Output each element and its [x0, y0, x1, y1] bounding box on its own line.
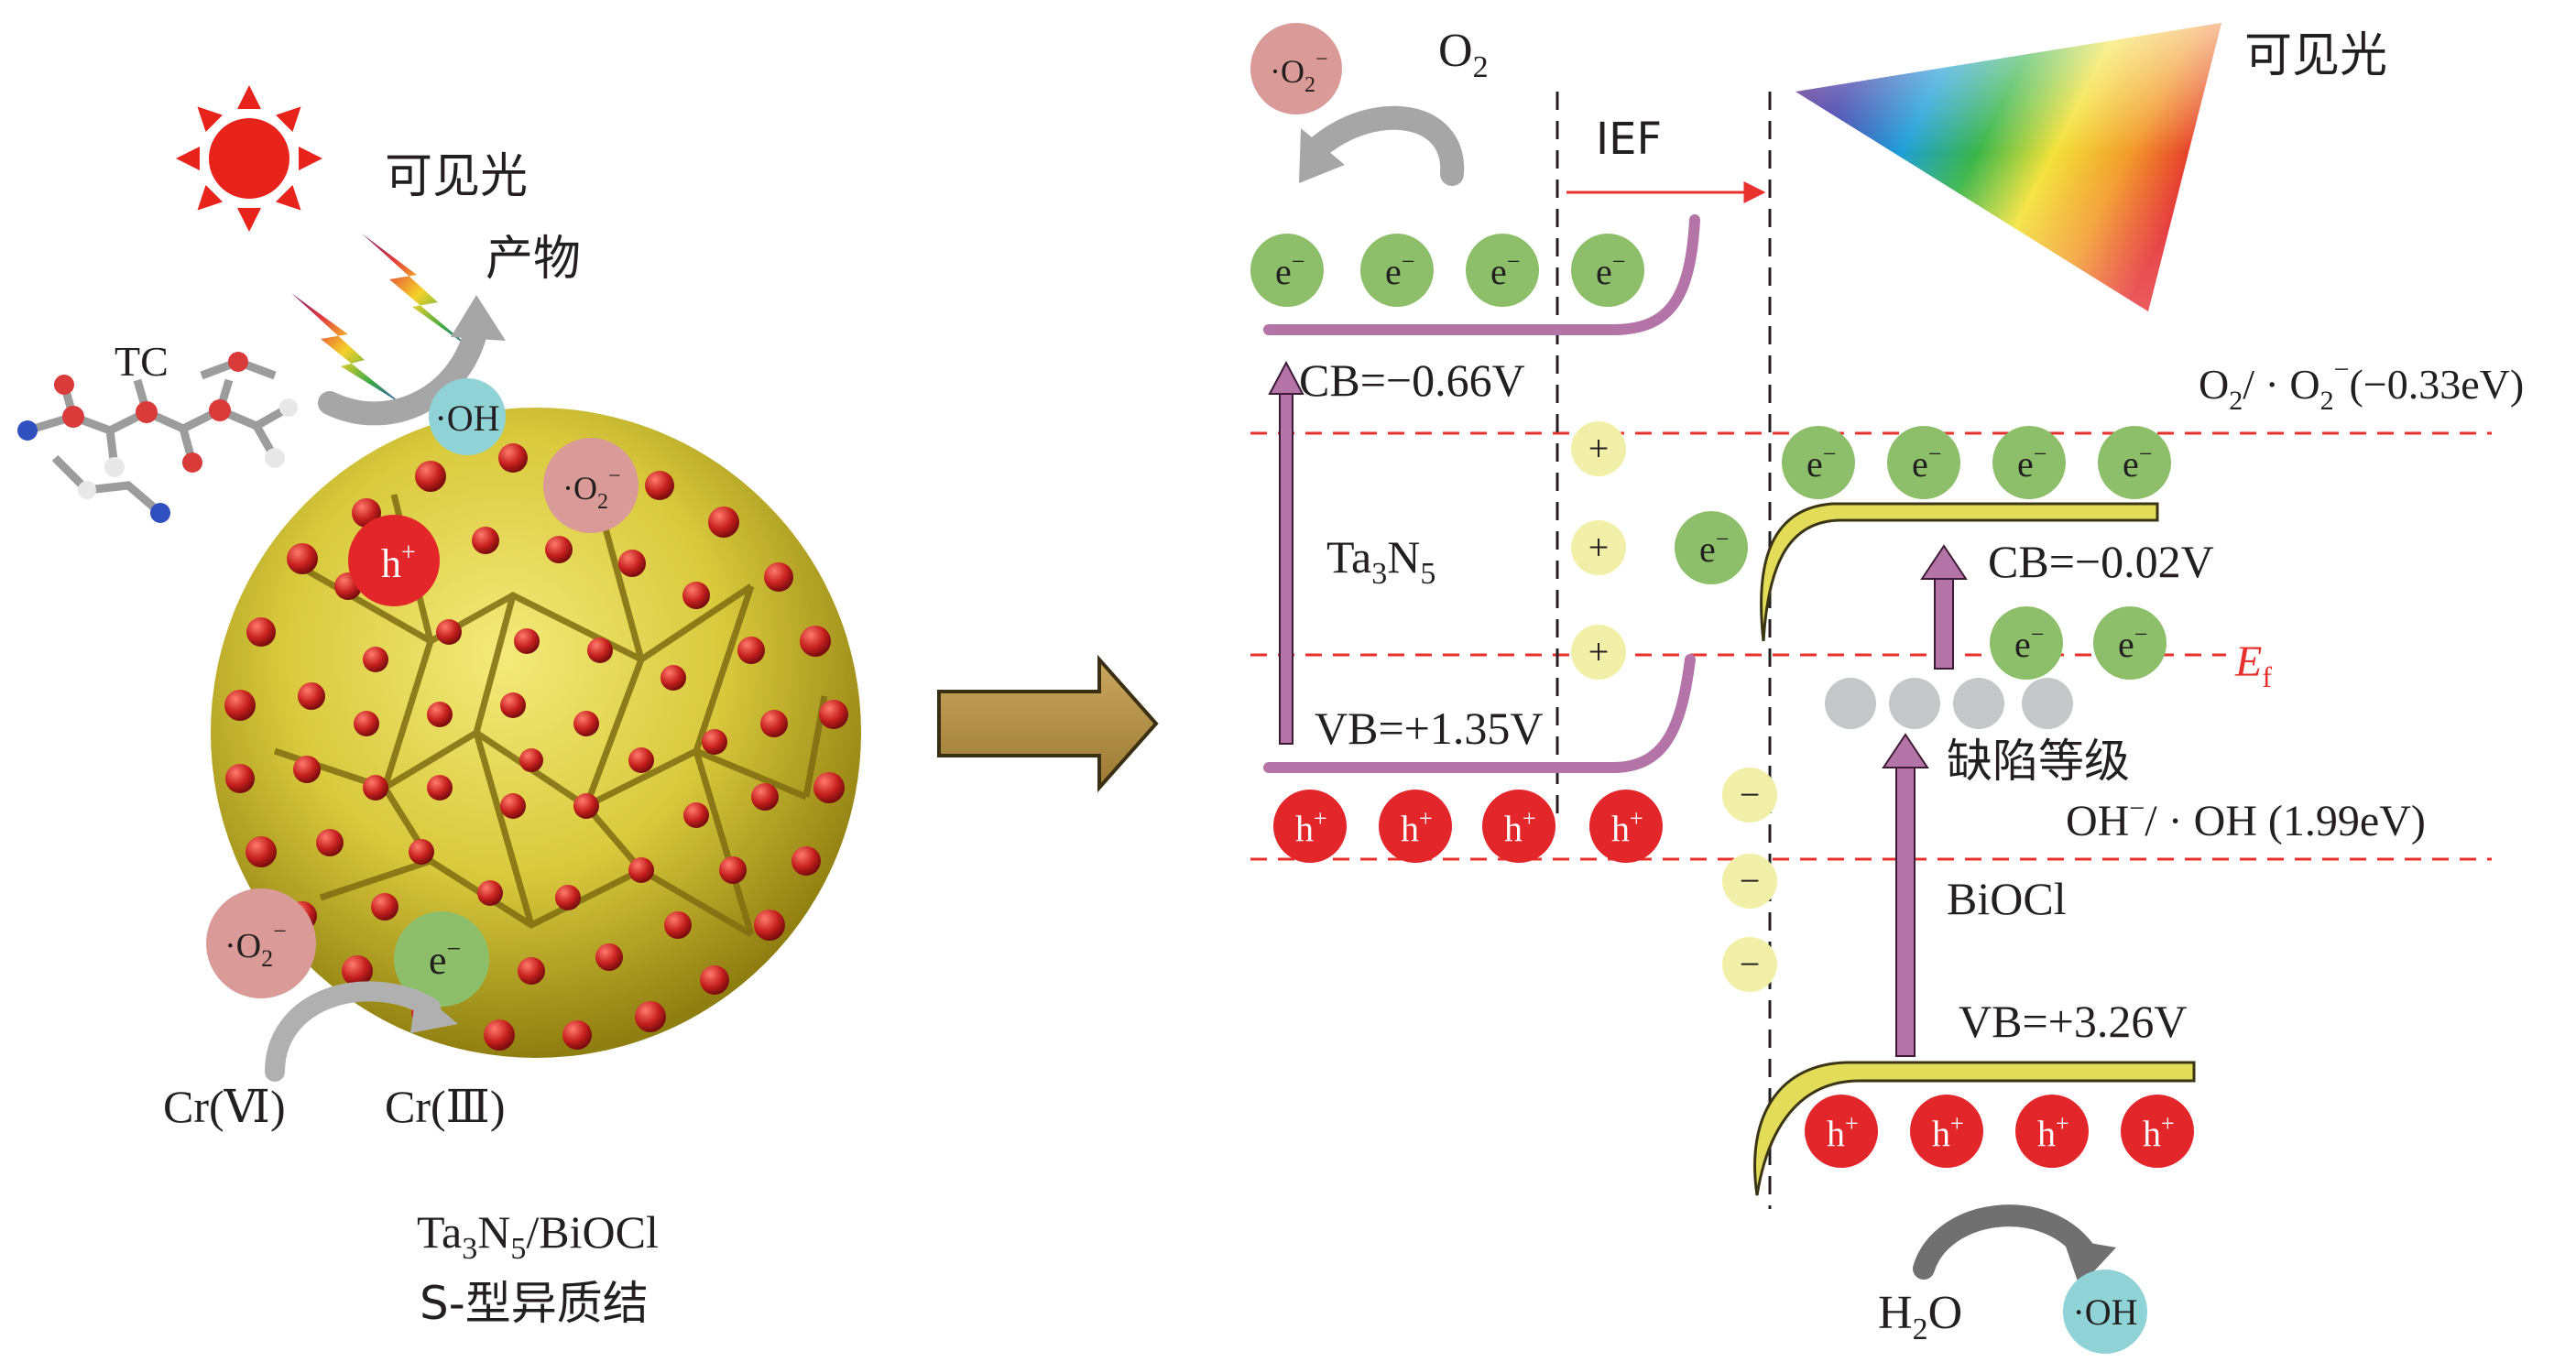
svg-text:−: −: [1740, 774, 1761, 815]
particle-dots: [224, 443, 848, 1051]
svg-text:e−: e−: [2118, 621, 2147, 665]
svg-text:+: +: [1588, 631, 1610, 672]
svg-text:h+: h+: [2037, 1110, 2069, 1154]
svg-text:+: +: [1588, 428, 1610, 469]
svg-text:+: +: [1588, 527, 1610, 568]
ta3n5-label: Ta3N5: [1326, 531, 1435, 591]
spectrum-fan-icon: [1796, 23, 2221, 311]
right-superoxide-badge: ·O2−: [1250, 23, 1342, 114]
positive-charge-labels: + + +: [1588, 428, 1610, 672]
left-superoxide-badge: ·O2−: [543, 438, 639, 533]
biocl-label: BiOCl: [1947, 873, 2067, 924]
biocl-holes: [1805, 1095, 2194, 1168]
water-oxidation-arrow: [1913, 1204, 2116, 1287]
o2-label: O2: [1438, 25, 1489, 84]
svg-text:e−: e−: [1490, 248, 1520, 292]
left-hole-badge: h+: [348, 515, 440, 606]
biocl-cb-electrons: [1782, 426, 2171, 499]
composite-label: Ta3N5/BiOCl: [417, 1206, 659, 1266]
ta3n5-electron-labels: e− e− e− e−: [1275, 248, 1625, 292]
svg-text:−: −: [1740, 860, 1761, 901]
svg-text:e−: e−: [1596, 248, 1625, 292]
defect-to-cb-arrow: [1920, 544, 1968, 670]
hydroxyl-reference-label: OH−/ · OH (1.99eV): [2066, 793, 2426, 845]
biocl-cb-electron-labels: e− e− e− e−: [1806, 441, 2152, 485]
interface-electron: e−: [1675, 511, 1748, 584]
svg-text:h+: h+: [1611, 805, 1643, 849]
right-oh-badge: ·OH: [2063, 1269, 2147, 1354]
o2-reduction-arrow: [1299, 105, 1465, 186]
biocl-cb-label: CB=−0.02V: [1988, 536, 2214, 587]
left-oh-text: ·OH: [434, 398, 499, 439]
svg-text:e−: e−: [1806, 441, 1836, 485]
negative-space-charge: [1722, 768, 1777, 992]
svg-text:h+: h+: [1827, 1110, 1859, 1154]
right-superoxide-text: ·O2−: [1270, 48, 1328, 97]
svg-text:e−: e−: [1385, 248, 1414, 292]
tc-molecule-icon: [26, 357, 291, 517]
tc-label: TC: [115, 338, 169, 385]
svg-text:e−: e−: [2123, 441, 2152, 485]
svg-text:h+: h+: [1932, 1110, 1964, 1154]
svg-text:e−: e−: [2014, 621, 2044, 665]
ta3n5-conduction-band: [1263, 214, 1700, 335]
defect-electron-labels: e− e−: [2014, 621, 2147, 665]
process-arrow-icon: [937, 654, 1159, 793]
tc-atoms: [17, 352, 298, 523]
lightning-bolt-icon: [291, 234, 476, 405]
superoxide-reference-label: O2/ · O2−(−0.33eV): [2199, 354, 2524, 416]
left-superoxide-badge-lower: ·O2−: [206, 888, 316, 998]
interface-electron-text: e−: [1699, 526, 1729, 570]
defect-level-electrons: [1990, 606, 2167, 680]
defect-level-label: 缺陷等级: [1947, 735, 2130, 788]
junction-label: S-型异质结: [420, 1277, 649, 1330]
right-oh-text: ·OH: [2072, 1291, 2137, 1333]
sun-icon: [176, 85, 322, 232]
cr3-label: Cr(Ⅲ): [385, 1081, 506, 1132]
negative-charge-labels: − − −: [1740, 774, 1761, 985]
product-release-arrow: [318, 295, 506, 426]
svg-text:−: −: [1740, 943, 1761, 985]
ta3n5-holes: [1273, 790, 1663, 863]
biocl-conduction-band: [1760, 502, 2159, 642]
cr6-label: Cr(Ⅵ): [163, 1081, 286, 1132]
svg-text:h+: h+: [1504, 805, 1536, 849]
svg-text:h+: h+: [2143, 1110, 2175, 1154]
ief-label: IEF: [1596, 114, 1662, 165]
svg-text:e−: e−: [1912, 441, 1941, 485]
product-label: 产物: [486, 232, 581, 287]
ta3n5-valence-band: [1263, 654, 1696, 773]
left-oh-badge: ·OH: [429, 378, 506, 455]
ta3n5-electrons: [1250, 234, 1644, 307]
left-superoxide-text: ·O2−: [562, 464, 621, 514]
vb-to-defect-arrow: [1882, 733, 1929, 1057]
ta3n5-cb-label: CB=−0.66V: [1299, 354, 1525, 406]
right-light-label: 可见光: [2244, 28, 2387, 83]
biocl-valence-band: [1753, 1061, 2196, 1196]
cr-reduction-arrow: [265, 981, 458, 1082]
left-electron-text: e−: [429, 935, 461, 983]
left-hole-text: h+: [381, 539, 416, 586]
svg-text:h+: h+: [1295, 805, 1327, 849]
svg-text:e−: e−: [2017, 441, 2047, 485]
biocl-hole-labels: h+ h+ h+ h+: [1827, 1110, 2175, 1154]
fermi-level-label: Ef: [2234, 637, 2272, 693]
left-electron-badge: e−: [394, 911, 489, 1007]
water-label: H2O: [1878, 1287, 1962, 1346]
svg-text:e−: e−: [1275, 248, 1304, 292]
defect-states: [1825, 678, 2073, 729]
ta3n5-hole-labels: h+ h+ h+ h+: [1295, 805, 1643, 849]
ta3n5-vb-label: VB=+1.35V: [1315, 703, 1543, 754]
ta3n5-excitation-arrow: [1268, 360, 1304, 745]
svg-text:h+: h+: [1401, 805, 1433, 849]
positive-space-charge: [1571, 421, 1626, 680]
biocl-vb-label: VB=+3.26V: [1959, 996, 2187, 1047]
left-superoxide-text-lower: ·O2−: [224, 918, 287, 972]
left-light-label: 可见光: [385, 149, 528, 204]
